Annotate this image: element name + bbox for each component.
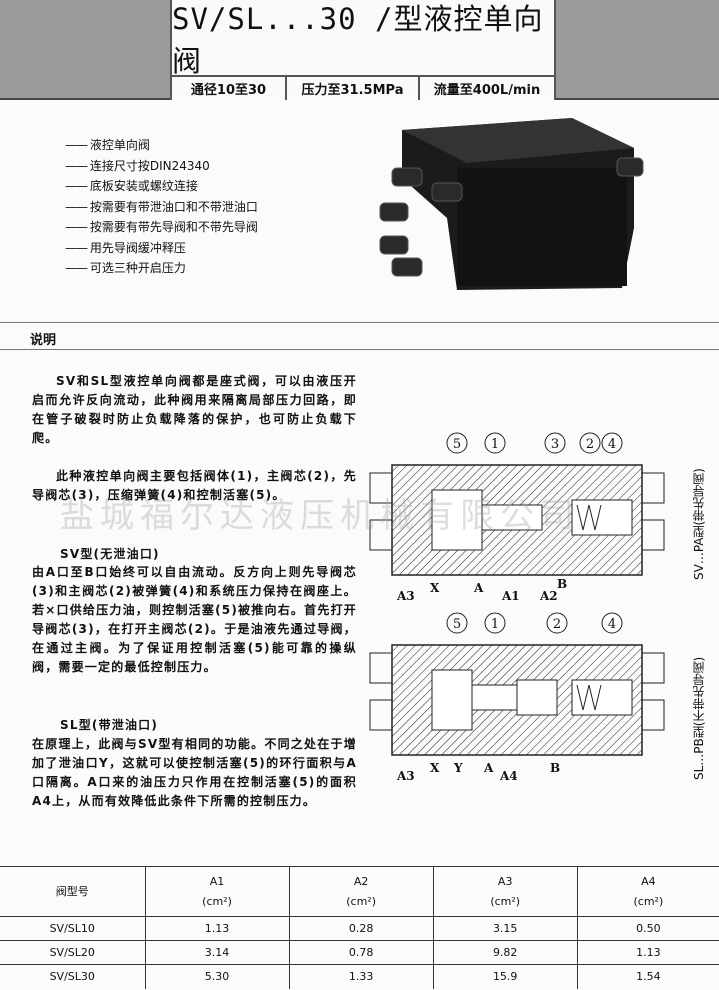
part-label: 4: [608, 437, 616, 452]
cell: 5.30: [145, 964, 290, 989]
section-header: 说明: [0, 322, 719, 350]
port-label: B: [550, 761, 560, 775]
part-label: 1: [491, 437, 499, 452]
port-label: A2: [539, 589, 558, 603]
part-label: 3: [551, 437, 559, 452]
cell: 3.15: [433, 916, 578, 941]
part-label: 5: [453, 437, 461, 452]
sl-diagram-caption: SL…PB型(不带先导阀): [692, 656, 706, 780]
cell: 0.50: [577, 916, 719, 941]
sl-section-diagram: 5 1 2 4 A3 X Y A A4 B: [369, 612, 665, 783]
sv-diagram-caption: SV…PA型(带先导阀): [692, 468, 706, 580]
col-header: A2(cm²): [289, 866, 434, 917]
feature-item: 底板安装或螺纹连接: [65, 176, 258, 197]
cell: SV/SL20: [0, 940, 146, 965]
part-label: 1: [491, 617, 499, 632]
feature-item: 可选三种开启压力: [65, 258, 258, 279]
port-label: A: [473, 581, 484, 595]
cell: 9.82: [433, 940, 578, 965]
col-header: A4(cm²): [577, 866, 719, 917]
sv-heading: SV型(无泄油口): [60, 547, 160, 561]
spec-size: 通径10至30: [172, 77, 287, 100]
cell: 1.33: [289, 964, 434, 989]
cell: SV/SL30: [0, 964, 146, 989]
port-label: A3: [396, 769, 415, 783]
feature-list: 液控单向阀 连接尺寸按DIN24340 底板安装或螺纹连接 按需要有带泄油口和不…: [65, 135, 258, 279]
part-label: 4: [608, 617, 616, 632]
sl-paragraph: 在原理上，此阀与SV型有相同的功能。不同之处在于增加了泄油口Y，这就可以使控制活…: [32, 737, 357, 808]
port-label: A1: [501, 589, 520, 603]
part-label: 2: [586, 437, 594, 452]
col-header: A1(cm²): [145, 866, 290, 917]
cell: 3.14: [145, 940, 290, 965]
title-box: SV/SL...30 /型液控单向阀 通径10至30 压力至31.5MPa 流量…: [170, 0, 556, 100]
cell: 1.13: [577, 940, 719, 965]
cell: SV/SL10: [0, 916, 146, 941]
components-paragraph: 此种液控单向阀主要包括阀体(1)，主阀芯(2)，先导阀芯(3)，压缩弹簧(4)和…: [32, 469, 357, 502]
spec-pressure: 压力至31.5MPa: [287, 77, 420, 100]
valve-photo: [379, 118, 644, 290]
area-table: 阀型号 A1(cm²) A2(cm²) A3(cm²) A4(cm²) SV/S…: [0, 866, 719, 989]
col-header: A3(cm²): [433, 866, 578, 917]
spec-row: 通径10至30 压力至31.5MPa 流量至400L/min: [172, 77, 554, 100]
feature-item: 按需要有带泄油口和不带泄油口: [65, 197, 258, 218]
feature-item: 用先导阀缓冲释压: [65, 238, 258, 259]
feature-item: 液控单向阀: [65, 135, 258, 156]
feature-item: 按需要有带先导阀和不带先导阀: [65, 217, 258, 238]
port-label: A3: [396, 589, 415, 603]
cell: 1.54: [577, 964, 719, 989]
port-label: B: [557, 577, 567, 591]
intro-paragraph: SV和SL型液控单向阀都是座式阀，可以由液压开启而允许反向流动，此种阀用来隔离局…: [32, 374, 357, 445]
port-label: Y: [453, 761, 463, 775]
part-label: 2: [553, 617, 561, 632]
table-header-row: 阀型号 A1(cm²) A2(cm²) A3(cm²) A4(cm²): [0, 866, 719, 917]
sv-paragraph: 由A口至B口始终可以自由流动。反方向上则先导阀芯(3)和主阀芯(2)被弹簧(4)…: [32, 565, 357, 674]
sl-heading: SL型(带泄油口): [60, 718, 159, 732]
feature-item: 连接尺寸按DIN24340: [65, 156, 258, 177]
cell: 15.9: [433, 964, 578, 989]
port-label: A4: [499, 769, 518, 783]
page-title: SV/SL...30 /型液控单向阀: [172, 0, 554, 78]
port-label: X: [430, 581, 440, 595]
cell: 0.28: [289, 916, 434, 941]
col-header: 阀型号: [0, 866, 146, 917]
sv-section-diagram: 5 1 3 2 4 A3 X A A1 A2 B: [369, 432, 665, 603]
watermark: 盐城福尔达液压机械有限公司: [60, 496, 580, 536]
port-label: X: [430, 761, 440, 775]
cell: 1.13: [145, 916, 290, 941]
cell: 0.78: [289, 940, 434, 965]
part-label: 5: [453, 617, 461, 632]
port-label: A: [483, 761, 494, 775]
spec-flow: 流量至400L/min: [433, 83, 541, 98]
